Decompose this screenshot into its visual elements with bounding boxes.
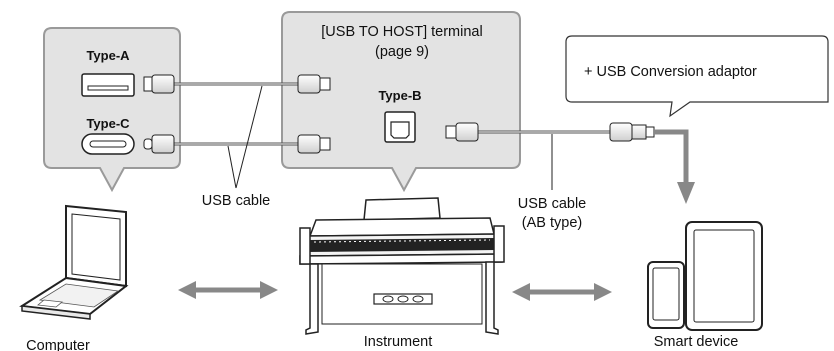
smartphone-icon xyxy=(647,261,685,329)
adaptor-down-arrow-icon xyxy=(654,129,695,204)
host-terminal-page-ref: (page 9) xyxy=(375,44,429,60)
type-a-port-icon xyxy=(81,73,135,97)
type-c-label: Type-C xyxy=(86,116,130,131)
instrument-label: Instrument xyxy=(364,334,433,350)
ab-cable-label-line1: USB cable xyxy=(518,196,587,212)
ab-cable-a-plug-icon xyxy=(609,122,655,142)
usb-cable-label: USB cable xyxy=(202,193,271,209)
host-terminal-title: [USB TO HOST] terminal xyxy=(321,24,482,40)
type-a-plug-icon xyxy=(143,74,175,94)
type-b-label: Type-B xyxy=(378,88,421,103)
tablet-icon xyxy=(685,221,763,331)
type-b-plug-icon xyxy=(297,134,331,154)
double-arrow-left-icon xyxy=(178,281,278,299)
usb-cable-leader xyxy=(227,85,263,189)
type-c-plug-icon xyxy=(143,134,175,154)
usb-cable-a xyxy=(143,74,331,94)
adaptor-callout-text: + USB Conversion adaptor xyxy=(584,64,757,80)
double-arrow-right-icon xyxy=(512,283,612,301)
computer-label: Computer xyxy=(26,338,90,351)
type-b-port-icon xyxy=(384,111,416,143)
type-a-label: Type-A xyxy=(86,48,130,63)
laptop-icon xyxy=(19,204,129,320)
smart-device-label: Smart device xyxy=(654,334,739,350)
type-c-port-icon xyxy=(81,133,135,155)
host-terminal-bubble: [USB TO HOST] terminal (page 9) Type-B xyxy=(281,11,521,193)
type-b-plug-icon xyxy=(297,74,331,94)
usb-cable-c xyxy=(143,134,331,154)
ab-cable-label-line2: (AB type) xyxy=(522,215,582,231)
adaptor-callout: + USB Conversion adaptor xyxy=(565,35,829,118)
ab-cable-b-plug-icon xyxy=(445,122,479,142)
computer-ports-bubble: Type-A Type-C xyxy=(43,27,181,193)
usb-cable-ab xyxy=(445,122,655,190)
piano-icon xyxy=(299,197,505,335)
